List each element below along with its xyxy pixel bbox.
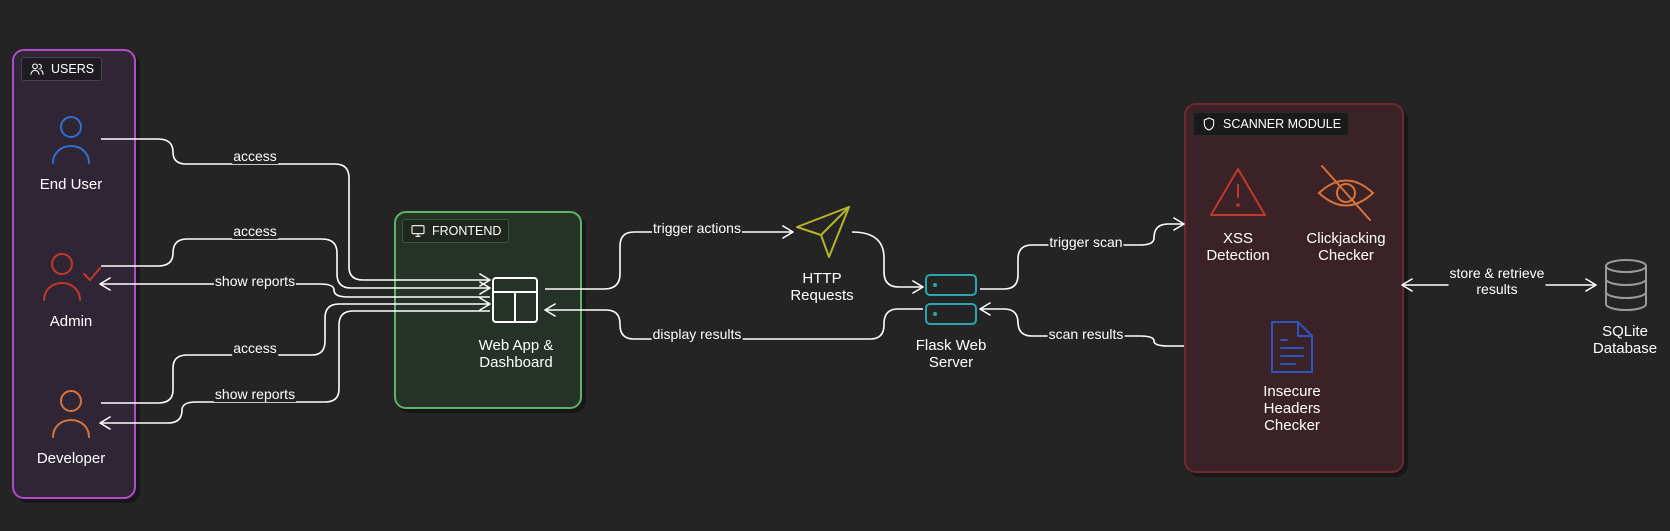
scanner-module-group bbox=[1184, 103, 1404, 473]
alert-triangle-icon bbox=[1210, 168, 1266, 216]
clickjacking-label-line2: Checker bbox=[1318, 247, 1374, 264]
edge-label-trigger-actions: trigger actions bbox=[652, 220, 742, 236]
clickjacking-label-line1: Clickjacking bbox=[1306, 230, 1386, 247]
xss-label-line2: Detection bbox=[1206, 247, 1270, 264]
user-check-icon bbox=[43, 253, 101, 301]
webapp-label-line2: Dashboard bbox=[479, 354, 553, 371]
edge-label-store-retrieve-line2: results bbox=[1476, 281, 1518, 297]
headers-label: Insecure Headers Checker bbox=[1263, 383, 1321, 434]
clickjacking-label: Clickjacking Checker bbox=[1306, 230, 1385, 264]
flask-label-line2: Server bbox=[928, 354, 974, 371]
edge-developer-show-reports bbox=[99, 310, 490, 430]
edge-label-store-retrieve: store & retrieve results bbox=[1448, 265, 1546, 297]
end-user-label: End User bbox=[39, 176, 103, 193]
edge-label-trigger-scan: trigger scan bbox=[1048, 234, 1124, 250]
users-group bbox=[12, 49, 136, 499]
sqlite-label: SQLite Database bbox=[1593, 323, 1657, 357]
admin-label: Admin bbox=[49, 313, 93, 330]
send-icon bbox=[796, 206, 850, 258]
shield-icon bbox=[1203, 117, 1215, 131]
developer-user-icon bbox=[52, 390, 90, 438]
scanner-group-label: SCANNER MODULE bbox=[1223, 117, 1342, 131]
headers-label-line2: Headers bbox=[1263, 400, 1321, 417]
headers-label-line1: Insecure bbox=[1263, 383, 1321, 400]
headers-label-line3: Checker bbox=[1264, 417, 1320, 434]
http-label-line1: HTTP bbox=[802, 270, 842, 287]
edge-trigger-scan bbox=[980, 217, 1185, 290]
edge-trigger-actions bbox=[545, 225, 794, 290]
layout-icon bbox=[492, 277, 538, 323]
flask-label-line1: Flask Web bbox=[915, 337, 987, 354]
flask-label: Flask Web Server bbox=[916, 337, 987, 371]
edge-scan-results bbox=[979, 302, 1184, 347]
eye-off-icon bbox=[1317, 165, 1375, 221]
edge-label-scan-results: scan results bbox=[1047, 326, 1125, 342]
edge-end-user-access bbox=[101, 138, 491, 287]
frontend-group-label: FRONTEND bbox=[432, 224, 502, 238]
sqlite-label-line1: SQLite bbox=[1602, 323, 1648, 340]
edge-label-display-results: display results bbox=[651, 326, 743, 342]
http-label-line2: Requests bbox=[790, 287, 854, 304]
edge-admin-access bbox=[101, 238, 491, 295]
users-group-tag: USERS bbox=[21, 57, 103, 81]
webapp-label-line1: Web App & bbox=[478, 337, 554, 354]
edge-label-access-developer: access bbox=[232, 340, 278, 356]
edge-label-store-retrieve-line1: store & retrieve bbox=[1449, 265, 1545, 281]
database-icon bbox=[1605, 259, 1647, 312]
server-icon bbox=[925, 274, 977, 325]
scanner-group-tag: SCANNER MODULE bbox=[1193, 112, 1350, 136]
user-icon bbox=[52, 116, 90, 164]
edge-label-show-reports-admin: show reports bbox=[213, 273, 297, 289]
users-icon bbox=[30, 63, 44, 75]
developer-label: Developer bbox=[36, 450, 106, 467]
edge-label-show-reports-developer: show reports bbox=[213, 386, 297, 402]
file-text-icon bbox=[1271, 321, 1313, 373]
edge-label-access-admin: access bbox=[232, 223, 278, 239]
edge-http-to-flask bbox=[851, 231, 924, 294]
sqlite-label-line2: Database bbox=[1592, 340, 1658, 357]
frontend-group-tag: FRONTEND bbox=[402, 219, 510, 243]
users-group-label: USERS bbox=[51, 62, 95, 76]
monitor-icon bbox=[411, 225, 425, 237]
edge-admin-show-reports bbox=[99, 277, 490, 298]
webapp-label: Web App & Dashboard bbox=[479, 337, 554, 371]
edge-display-results bbox=[544, 303, 923, 340]
xss-label: XSS Detection bbox=[1206, 230, 1269, 264]
edge-label-access-end-user: access bbox=[232, 148, 278, 164]
http-label: HTTP Requests bbox=[790, 270, 853, 304]
xss-label-line1: XSS bbox=[1222, 230, 1253, 247]
